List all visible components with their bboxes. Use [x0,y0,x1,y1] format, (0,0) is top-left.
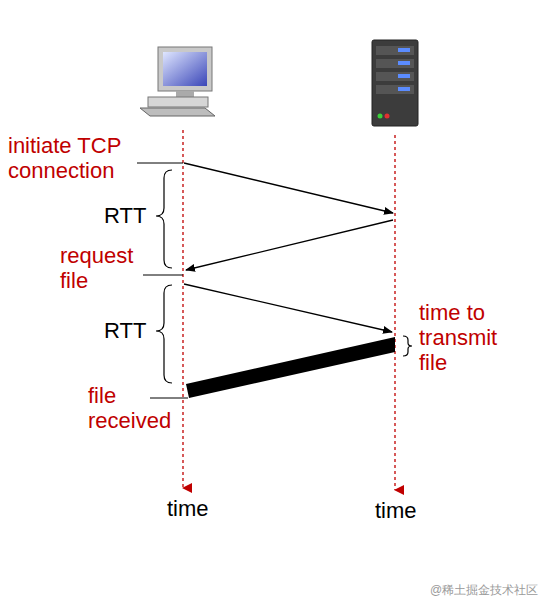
file-transfer-band [186,337,395,398]
axis-label: time [375,498,445,523]
server-tower [372,40,418,126]
axis-label: time [167,496,237,521]
event-label: initiate TCP connection [8,133,143,183]
synack-arrow [186,220,393,270]
leader-line [150,398,188,399]
rtt-label: RTT [104,318,164,343]
leader-line [143,275,183,276]
transmit-brace [403,336,412,356]
event-label: file received [88,383,188,433]
rtt-label: RTT [104,203,164,228]
rtt-brace [156,285,172,383]
client-timeline [182,130,183,488]
watermark: @稀土掘金技术社区 [430,583,538,597]
event-label: request file [60,243,155,293]
client-computer [140,47,215,116]
request-arrow [184,284,392,332]
leader-line [137,163,183,164]
syn-arrow [184,163,393,213]
rtt-brace [156,170,172,268]
event-label: time to transmit file [419,300,529,375]
server-timeline [394,135,395,490]
